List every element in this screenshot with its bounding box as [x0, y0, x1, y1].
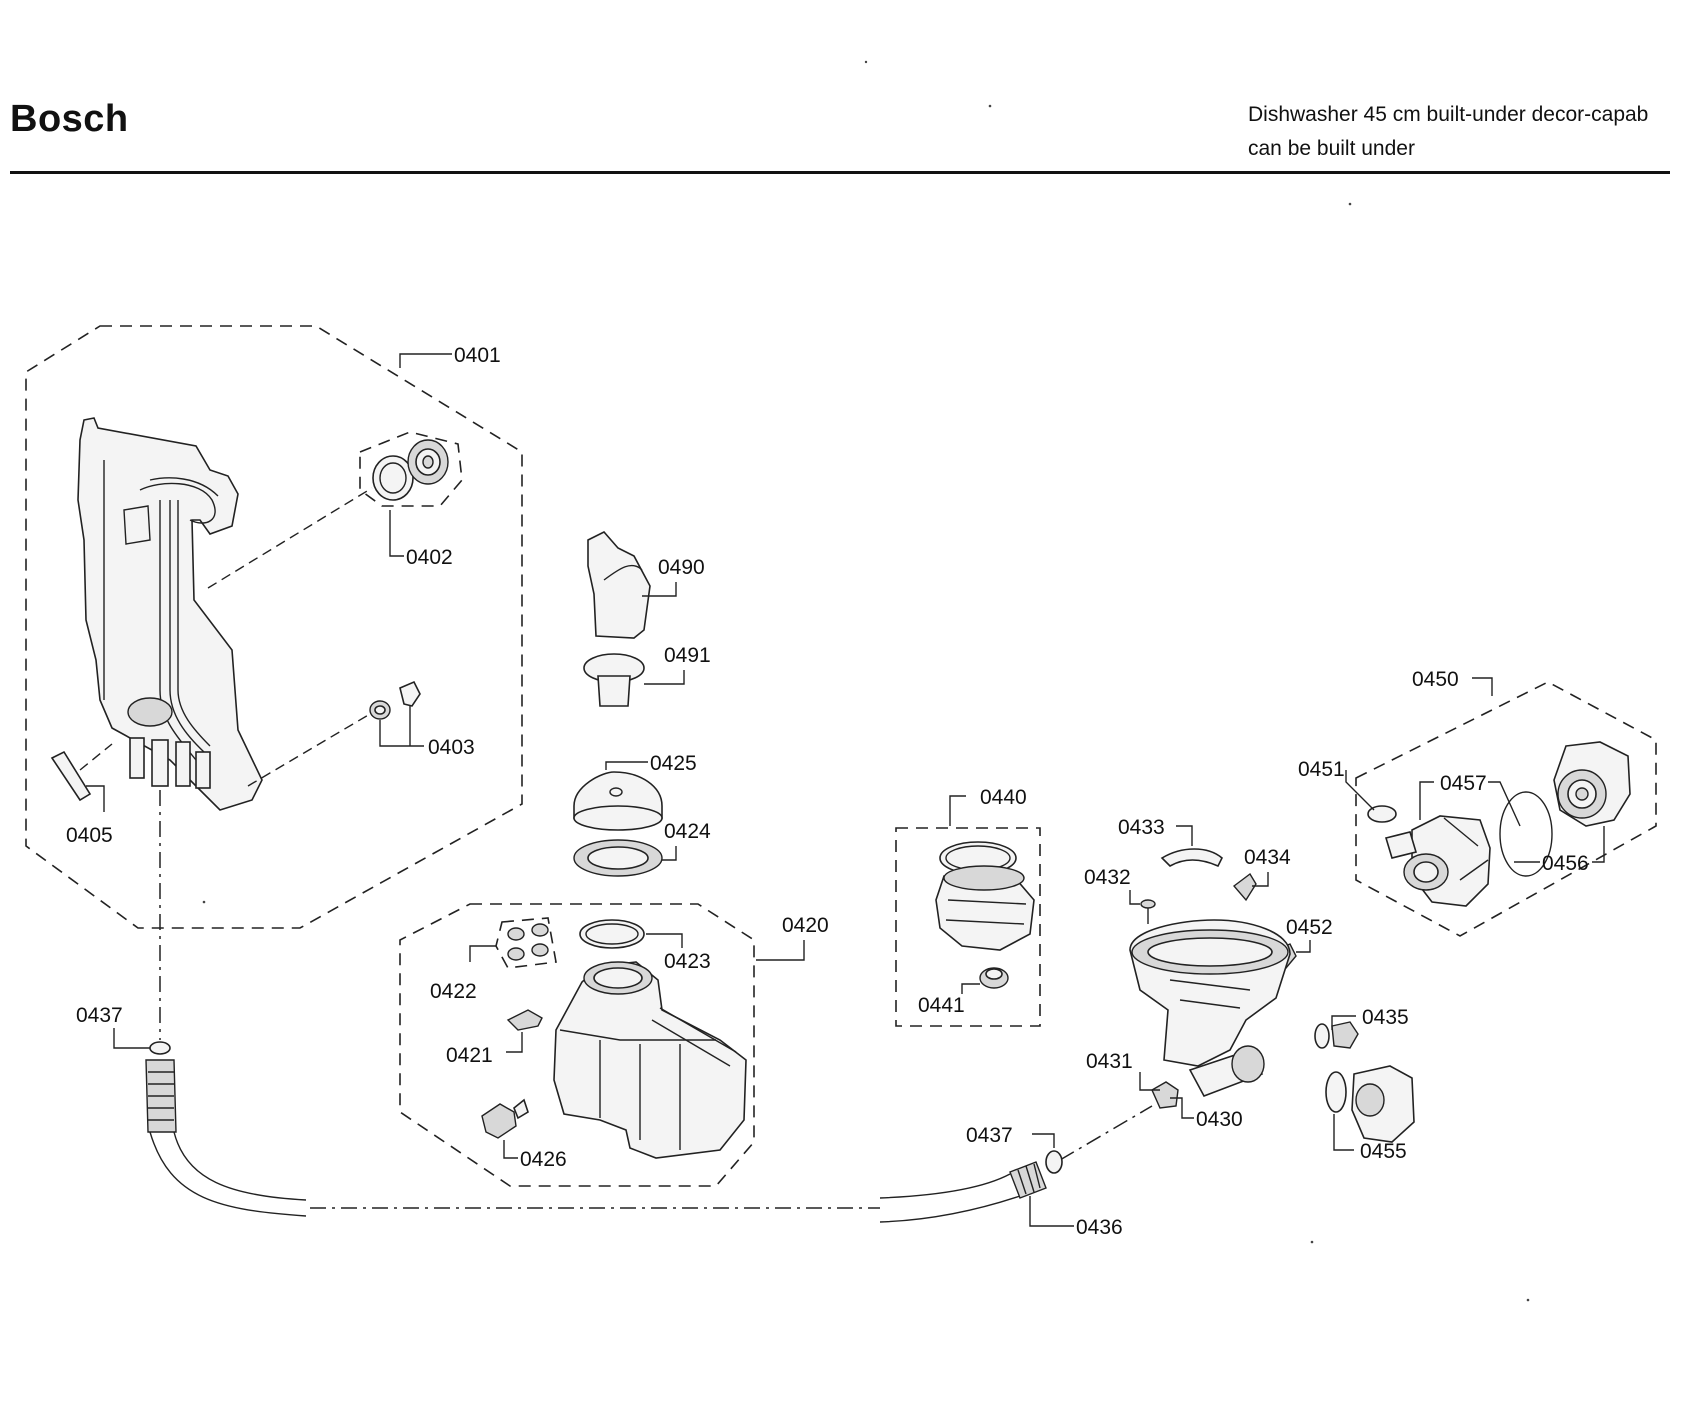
label-0441: 0441: [918, 994, 965, 1017]
seal-ring-0456: [1499, 791, 1553, 877]
hose-left: [145, 1059, 307, 1217]
label-0455: 0455: [1360, 1140, 1407, 1163]
group-0420-outline: [399, 903, 755, 1187]
motor-part-0456: [1553, 741, 1631, 827]
label-0424: 0424: [664, 820, 711, 843]
label-0420: 0420: [782, 914, 829, 937]
heater-part-0440: [935, 865, 1035, 951]
label-0437-right: 0437: [966, 1124, 1013, 1147]
label-0403: 0403: [428, 736, 475, 759]
label-0437-left: 0437: [76, 1004, 123, 1027]
fitting-part-0403: [369, 680, 421, 720]
label-0456: 0456: [1542, 852, 1589, 875]
clip-part-0421: [506, 1009, 543, 1031]
group-0450-outline: [1355, 681, 1657, 937]
label-0452: 0452: [1286, 916, 1333, 939]
clamp-part-0451: [1367, 805, 1397, 823]
label-0421: 0421: [446, 1044, 493, 1067]
diagram-title: Dishwasher 45 cm built-under decor-capab…: [1248, 98, 1648, 166]
sump-housing-part-0420: [553, 961, 747, 1159]
diagram-title-line1: Dishwasher 45 cm built-under decor-capab: [1248, 103, 1649, 126]
label-0451: 0451: [1298, 758, 1345, 781]
seal-ring-0437-left: [149, 1041, 171, 1055]
label-0402: 0402: [406, 546, 453, 569]
label-0423: 0423: [664, 950, 711, 973]
diagram-title-line2: can be built under: [1248, 137, 1415, 160]
hose-right: [879, 1161, 1047, 1223]
header-rule: [10, 171, 1670, 174]
hose-axis-right: [1059, 1105, 1153, 1161]
screw-part-0432: [1140, 899, 1156, 924]
cap-part-0491: [583, 653, 645, 707]
label-0405: 0405: [66, 824, 113, 847]
label-0457: 0457: [1440, 772, 1487, 795]
label-0436: 0436: [1076, 1216, 1123, 1239]
funnel-part-0490: [587, 531, 651, 639]
valve-part-0435: [1314, 1021, 1359, 1049]
group-0440-outline: [895, 827, 1041, 1027]
label-0422: 0422: [430, 980, 477, 1003]
link-0403: [247, 713, 371, 787]
group-0402-outline: [359, 431, 463, 507]
fitting-part-0431: [1151, 1081, 1179, 1109]
cover-part-0425: [573, 771, 663, 831]
nut-part-0424: [573, 839, 663, 877]
label-0425: 0425: [650, 752, 697, 775]
label-0434: 0434: [1244, 846, 1291, 869]
frame-part-0401: [77, 417, 263, 811]
label-0490: 0490: [658, 556, 705, 579]
link-0405: [79, 743, 113, 771]
label-0401: 0401: [454, 344, 501, 367]
drain-pump-part-0455: [1325, 1065, 1415, 1143]
sensor-part-0426: [481, 1098, 529, 1139]
link-0402: [207, 487, 373, 589]
label-0450: 0450: [1412, 668, 1459, 691]
seal-ring-0423: [579, 919, 645, 949]
seal-ring-0437-right: [1045, 1150, 1063, 1174]
brand-logo-text: Bosch: [10, 98, 129, 140]
label-0491: 0491: [664, 644, 711, 667]
clip-part-0434: [1232, 872, 1257, 902]
label-0432: 0432: [1084, 866, 1131, 889]
label-0426: 0426: [520, 1148, 567, 1171]
label-0435: 0435: [1362, 1006, 1409, 1029]
group-0401-outline: [25, 325, 523, 929]
label-0440: 0440: [980, 786, 1027, 809]
cover-part-0433: [1160, 848, 1223, 868]
clip-part-0405: [50, 750, 92, 802]
label-0433: 0433: [1118, 816, 1165, 839]
sump-part-0430: [1129, 919, 1291, 1097]
ring-part-0402: [372, 439, 449, 501]
label-0431: 0431: [1086, 1050, 1133, 1073]
seal-set-part-0422: [495, 917, 557, 969]
label-0430: 0430: [1196, 1108, 1243, 1131]
pump-part-0457: [1384, 815, 1491, 907]
impeller-part-0441: [979, 967, 1009, 989]
